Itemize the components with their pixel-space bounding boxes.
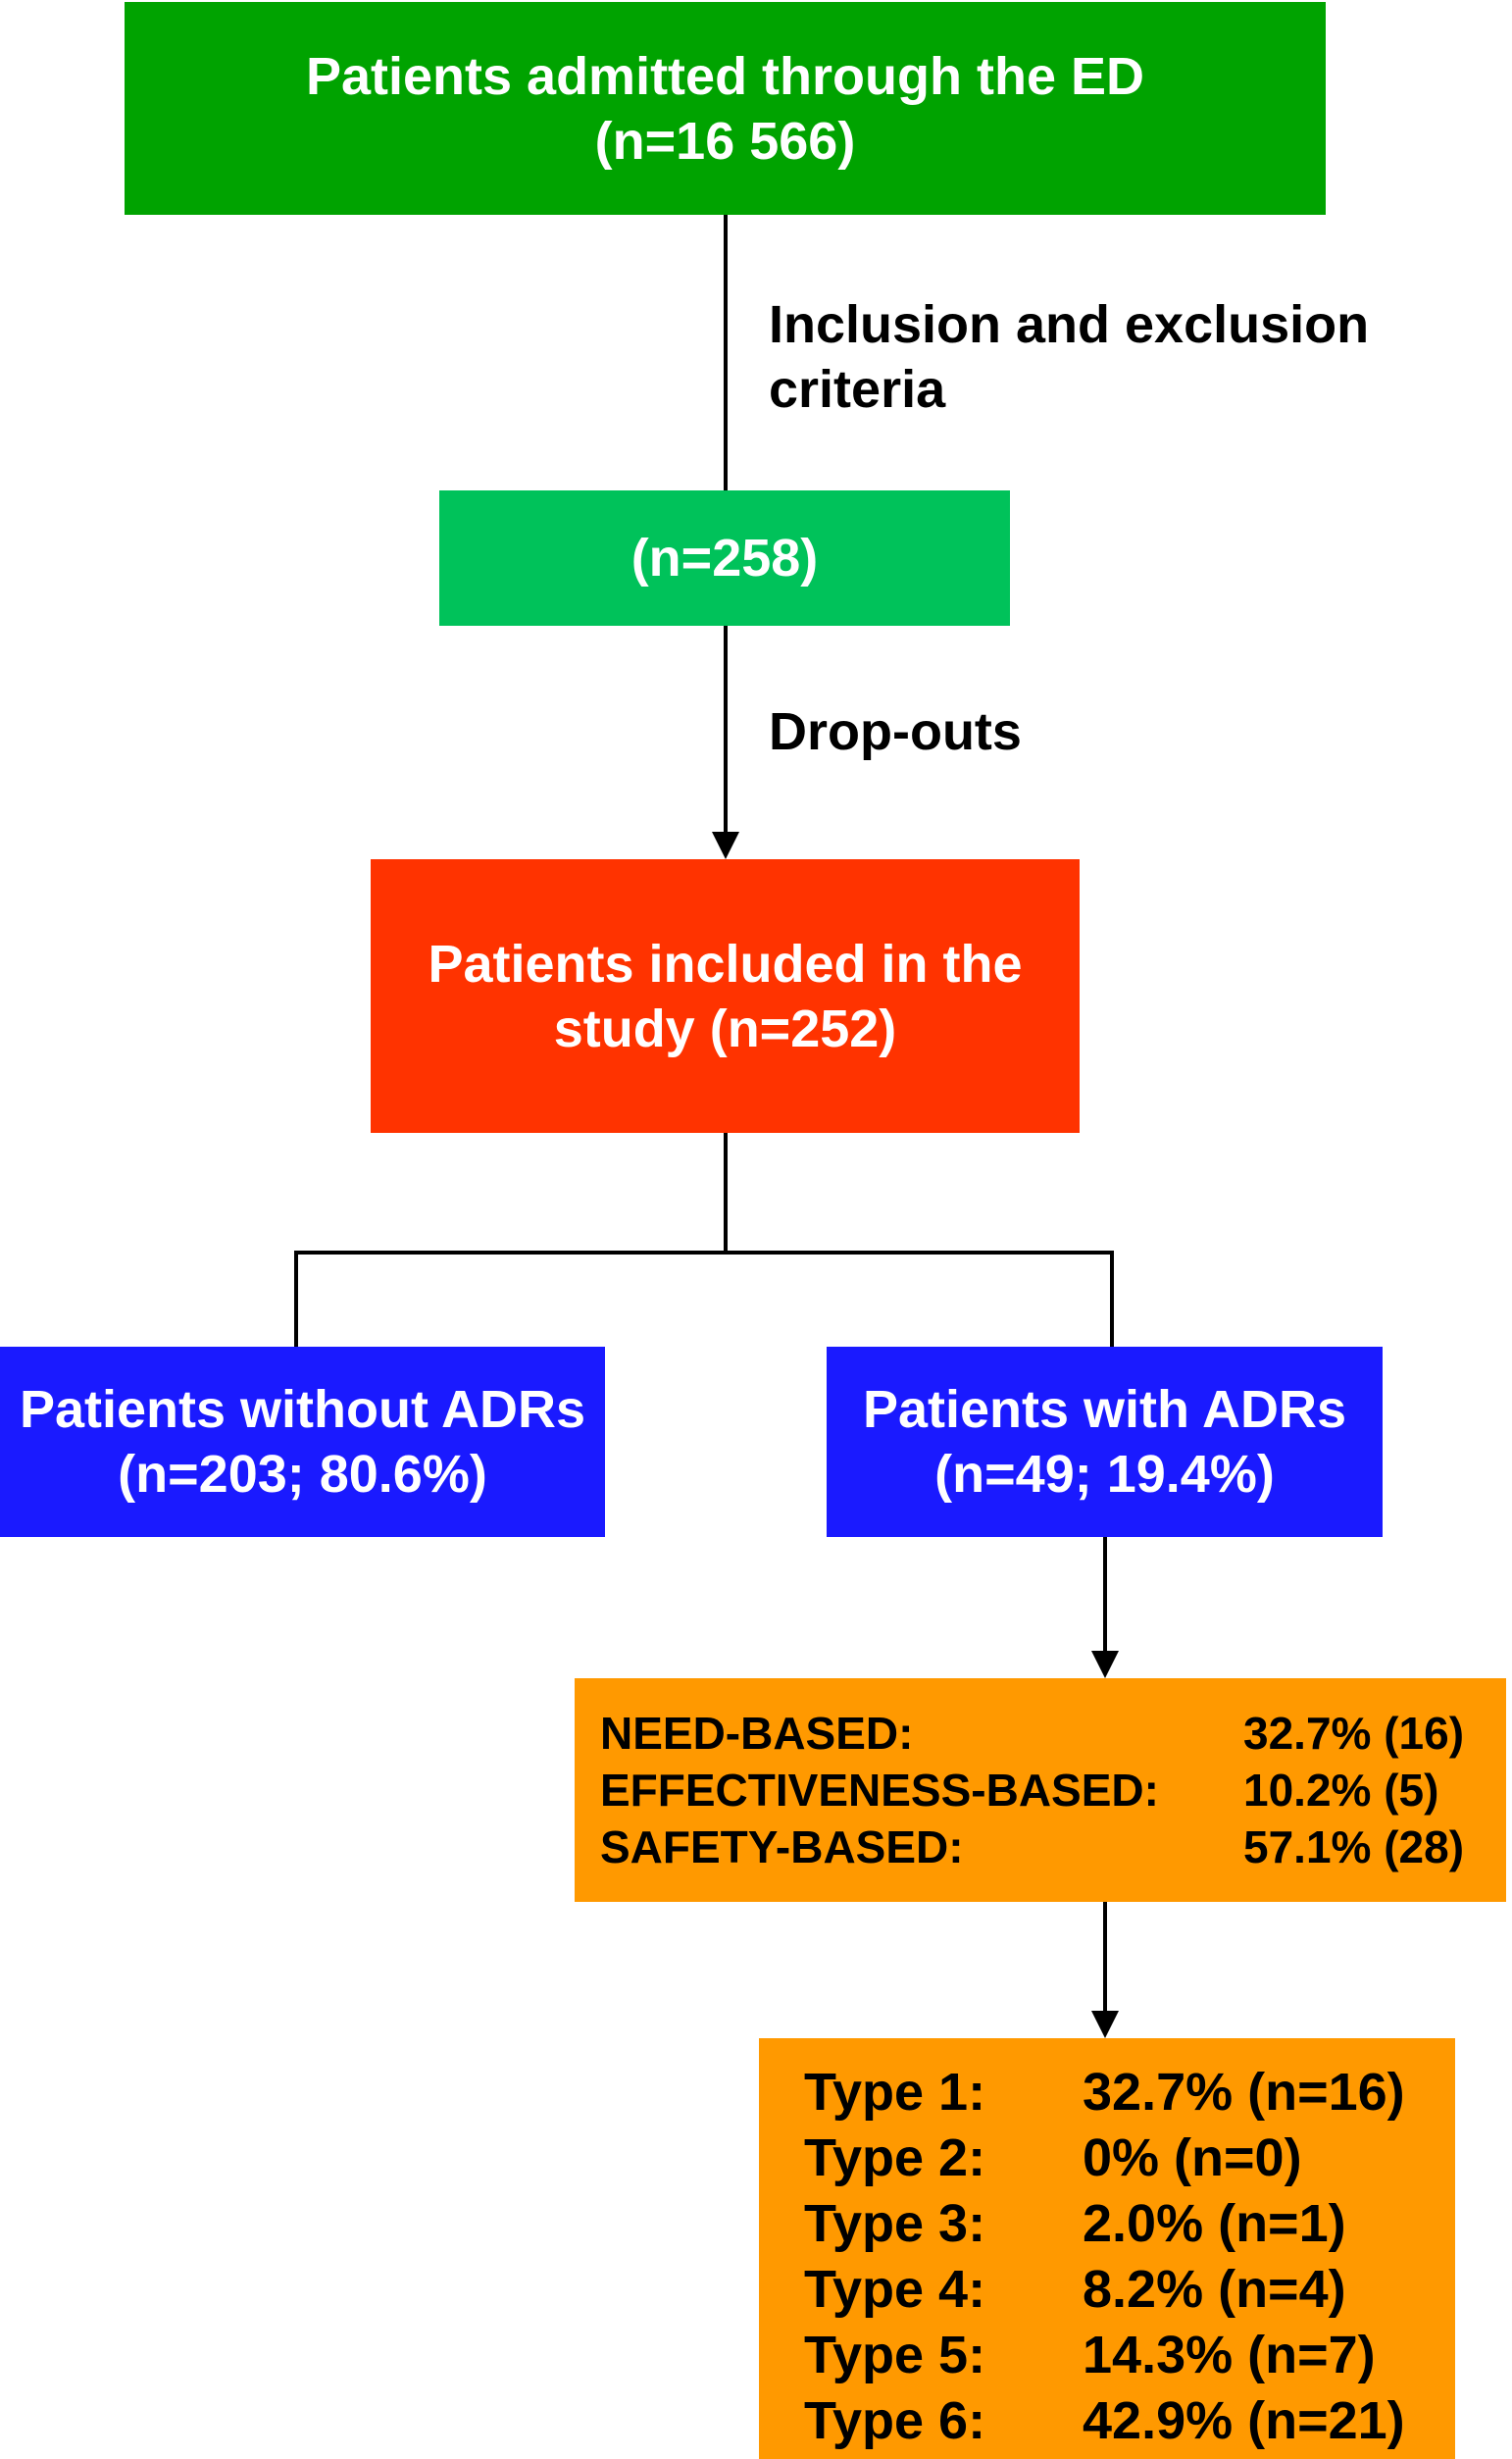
box-patients-without-adrs-line2: (n=203; 80.6%) bbox=[118, 1445, 487, 1504]
basis-label: EFFECTIVENESS-BASED: bbox=[600, 1765, 1159, 1816]
box-patients-without-adrs-line1: Patients without ADRs bbox=[19, 1380, 586, 1439]
box-patients-with-adrs-line2: (n=49; 19.4%) bbox=[934, 1445, 1275, 1504]
arrowhead-types bbox=[1091, 2011, 1119, 2038]
basis-row: EFFECTIVENESS-BASED: 10.2% (5) bbox=[600, 1762, 1477, 1819]
connector-included-down bbox=[724, 1133, 728, 1253]
connector-adr-to-basis bbox=[1103, 1537, 1107, 1653]
box-patients-included-line1: Patients included in the bbox=[428, 934, 1023, 994]
type-value: 8.2% (n=4) bbox=[1083, 2260, 1346, 2319]
type-label: Type 3: bbox=[804, 2194, 986, 2253]
type-label: Type 6: bbox=[804, 2391, 986, 2450]
type-value: 2.0% (n=1) bbox=[1083, 2194, 1346, 2253]
box-patients-admitted-line2: (n=16 566) bbox=[594, 111, 856, 171]
arrowhead-basis bbox=[1091, 1651, 1119, 1678]
box-eligible: (n=258) bbox=[439, 490, 1010, 626]
label-inclusion-exclusion-line1: Inclusion and exclusion bbox=[769, 295, 1370, 354]
box-eligible-count: (n=258) bbox=[630, 529, 819, 588]
basis-row: SAFETY-BASED: 57.1% (28) bbox=[600, 1819, 1477, 1875]
connector-total-to-eligible bbox=[724, 215, 728, 490]
type-value: 32.7% (n=16) bbox=[1083, 2063, 1405, 2122]
connector-branch-right bbox=[1110, 1251, 1114, 1347]
label-drop-outs-text: Drop-outs bbox=[769, 702, 1022, 761]
type-value: 42.9% (n=21) bbox=[1083, 2391, 1405, 2450]
label-inclusion-exclusion: Inclusion and exclusion criteria bbox=[769, 292, 1369, 422]
basis-value: 32.7% (16) bbox=[1243, 1708, 1465, 1759]
type-row: Type 4: 8.2% (n=4) bbox=[804, 2257, 1426, 2323]
label-inclusion-exclusion-line2: criteria bbox=[769, 360, 946, 419]
box-patients-with-adrs: Patients with ADRs (n=49; 19.4%) bbox=[827, 1347, 1383, 1537]
arrowhead-included bbox=[712, 832, 739, 859]
box-patients-with-adrs-line1: Patients with ADRs bbox=[862, 1380, 1347, 1439]
type-row: Type 5: 14.3% (n=7) bbox=[804, 2323, 1426, 2388]
basis-value: 57.1% (28) bbox=[1243, 1821, 1465, 1872]
box-patients-admitted: Patients admitted through the ED (n=16 5… bbox=[125, 2, 1326, 215]
basis-label: SAFETY-BASED: bbox=[600, 1821, 964, 1872]
type-label: Type 4: bbox=[804, 2260, 986, 2319]
connector-branch-horizontal bbox=[294, 1251, 1114, 1255]
type-row: Type 1: 32.7% (n=16) bbox=[804, 2060, 1426, 2126]
connector-basis-to-types bbox=[1103, 1902, 1107, 2013]
basis-value: 10.2% (5) bbox=[1243, 1765, 1439, 1816]
type-value: 14.3% (n=7) bbox=[1083, 2326, 1376, 2384]
type-label: Type 1: bbox=[804, 2063, 986, 2122]
connector-eligible-to-included bbox=[724, 626, 728, 834]
basis-label: NEED-BASED: bbox=[600, 1708, 914, 1759]
box-patients-included-line2: study (n=252) bbox=[553, 999, 897, 1058]
box-patients-admitted-line1: Patients admitted through the ED bbox=[305, 46, 1145, 106]
type-label: Type 2: bbox=[804, 2128, 986, 2187]
type-row: Type 3: 2.0% (n=1) bbox=[804, 2191, 1426, 2257]
label-drop-outs: Drop-outs bbox=[769, 699, 1022, 764]
type-row: Type 2: 0% (n=0) bbox=[804, 2126, 1426, 2191]
type-label: Type 5: bbox=[804, 2326, 986, 2384]
box-adr-types: Type 1: 32.7% (n=16) Type 2: 0% (n=0) Ty… bbox=[759, 2038, 1455, 2459]
connector-branch-left bbox=[294, 1251, 298, 1347]
box-adr-basis: NEED-BASED: 32.7% (16) EFFECTIVENESS-BAS… bbox=[575, 1678, 1506, 1902]
box-patients-included: Patients included in the study (n=252) bbox=[371, 859, 1080, 1133]
type-row: Type 6: 42.9% (n=21) bbox=[804, 2388, 1426, 2454]
box-patients-without-adrs: Patients without ADRs (n=203; 80.6%) bbox=[0, 1347, 605, 1537]
basis-row: NEED-BASED: 32.7% (16) bbox=[600, 1705, 1477, 1762]
type-value: 0% (n=0) bbox=[1083, 2128, 1302, 2187]
